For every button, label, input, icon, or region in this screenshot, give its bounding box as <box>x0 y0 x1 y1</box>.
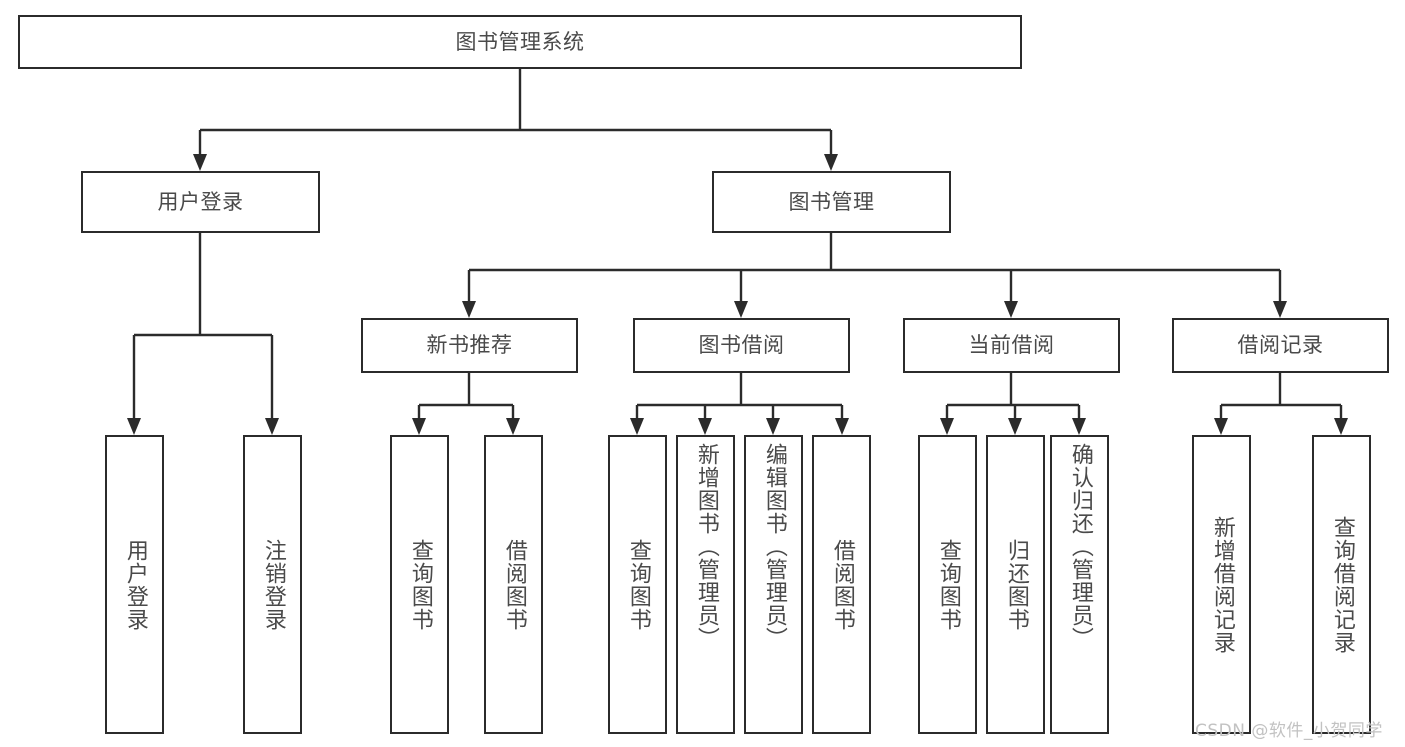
node-level3-3[interactable]: 借阅记录 <box>1172 318 1389 373</box>
node-leaf-8[interactable]: 查询图书 <box>918 435 977 734</box>
group-1-leaf-arrow-1-head <box>698 418 712 435</box>
root-arrow-1-head <box>824 154 838 171</box>
mgmt-arrow-2-head <box>1004 301 1018 318</box>
node-label: 借阅记录 <box>1237 333 1324 358</box>
node-leaf-3[interactable]: 借阅图书 <box>484 435 543 734</box>
node-label: 归还图书 <box>1003 538 1029 631</box>
node-level3-2[interactable]: 当前借阅 <box>903 318 1120 373</box>
node-label: 图书借阅 <box>698 333 785 358</box>
node-label: 图书管理 <box>788 189 875 214</box>
node-label: 新增借阅记录 <box>1209 515 1235 654</box>
node-level3-0[interactable]: 新书推荐 <box>361 318 578 373</box>
node-label: 注销登录 <box>260 538 286 631</box>
login-leaf-arrow-0-head <box>127 418 141 435</box>
node-label: 确认归还（管理员） <box>1067 443 1093 650</box>
node-label: 借阅图书 <box>829 538 855 631</box>
group-1-leaf-arrow-3-head <box>835 418 849 435</box>
node-leaf-7[interactable]: 借阅图书 <box>812 435 871 734</box>
group-1-leaf-arrow-2-head <box>766 418 780 435</box>
group-1-leaf-arrow-0-head <box>630 418 644 435</box>
node-leaf-0[interactable]: 用户登录 <box>105 435 164 734</box>
node-label: 借阅图书 <box>501 538 527 631</box>
root-arrow-0-head <box>193 154 207 171</box>
node-label: 用户登录 <box>122 538 148 631</box>
node-label: 当前借阅 <box>968 333 1055 358</box>
mgmt-arrow-1-head <box>734 301 748 318</box>
node-leaf-6[interactable]: 编辑图书（管理员） <box>744 435 803 734</box>
node-leaf-1[interactable]: 注销登录 <box>243 435 302 734</box>
group-0-leaf-arrow-0-head <box>412 418 426 435</box>
node-leaf-2[interactable]: 查询图书 <box>390 435 449 734</box>
node-leaf-11[interactable]: 新增借阅记录 <box>1192 435 1251 734</box>
node-label: 用户登录 <box>157 189 244 214</box>
node-label: 新书推荐 <box>426 333 513 358</box>
group-0-leaf-arrow-1-head <box>506 418 520 435</box>
node-label: 图书管理系统 <box>455 29 585 54</box>
node-label: 查询图书 <box>625 538 651 631</box>
node-label: 查询图书 <box>935 538 961 631</box>
group-2-leaf-arrow-1-head <box>1008 418 1022 435</box>
node-level3-1[interactable]: 图书借阅 <box>633 318 850 373</box>
node-label: 新增图书（管理员） <box>693 443 719 650</box>
node-label: 编辑图书（管理员） <box>761 443 787 650</box>
mgmt-arrow-3-head <box>1273 301 1287 318</box>
watermark-text: CSDN @软件_小贺同学 <box>1195 721 1383 741</box>
node-level2-0[interactable]: 用户登录 <box>81 171 320 233</box>
node-label: 查询借阅记录 <box>1329 515 1355 654</box>
node-leaf-10[interactable]: 确认归还（管理员） <box>1050 435 1109 734</box>
node-leaf-4[interactable]: 查询图书 <box>608 435 667 734</box>
group-3-leaf-arrow-1-head <box>1334 418 1348 435</box>
node-leaf-5[interactable]: 新增图书（管理员） <box>676 435 735 734</box>
node-level2-1[interactable]: 图书管理 <box>712 171 951 233</box>
node-label: 查询图书 <box>407 538 433 631</box>
group-2-leaf-arrow-2-head <box>1072 418 1086 435</box>
group-2-leaf-arrow-0-head <box>940 418 954 435</box>
node-leaf-9[interactable]: 归还图书 <box>986 435 1045 734</box>
node-leaf-12[interactable]: 查询借阅记录 <box>1312 435 1371 734</box>
login-leaf-arrow-1-head <box>265 418 279 435</box>
node-root[interactable]: 图书管理系统 <box>18 15 1022 69</box>
mgmt-arrow-0-head <box>462 301 476 318</box>
group-3-leaf-arrow-0-head <box>1214 418 1228 435</box>
